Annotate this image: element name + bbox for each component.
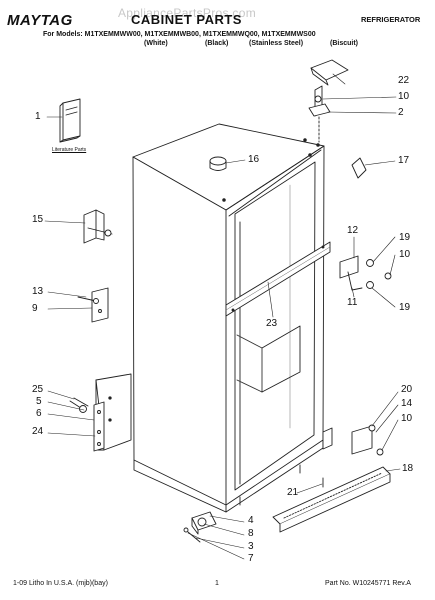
lower-left-hinge	[69, 397, 105, 452]
callout-22: 22	[398, 75, 410, 86]
callout-13: 13	[32, 286, 44, 297]
top-hinge	[308, 85, 331, 143]
callout-1: 1	[35, 111, 41, 122]
callout-19a: 19	[399, 232, 411, 243]
callout-11: 11	[347, 297, 358, 308]
callout-2: 2	[398, 107, 404, 118]
footer-litho: 1-09 Litho In U.S.A. (mjb)(bay)	[13, 580, 108, 587]
callout-14: 14	[401, 398, 413, 409]
callout-15: 15	[32, 214, 44, 225]
lower-right-hinge	[322, 424, 384, 456]
callout-6: 6	[36, 408, 42, 419]
callout-9: 9	[32, 303, 38, 314]
variant-white: (White)	[144, 40, 168, 47]
callout-24: 24	[32, 426, 44, 437]
callout-3: 3	[248, 541, 254, 552]
callout-10a: 10	[398, 91, 410, 102]
models-line: For Models: M1TXEMMWW00, M1TXEMMWB00, M1…	[43, 31, 316, 38]
variant-stainless: (Stainless Steel)	[249, 40, 304, 47]
rear-bracket	[95, 373, 132, 451]
callout-21: 21	[287, 487, 299, 498]
bracket-15	[83, 209, 113, 244]
cabinet-body	[132, 123, 325, 513]
watermark: AppliancePartsPros.com	[118, 6, 256, 20]
variant-black: (Black)	[205, 40, 229, 47]
callout-10c: 10	[401, 413, 413, 424]
page-title: CABINET PARTS	[131, 12, 242, 27]
cap-16	[209, 156, 227, 171]
footer-page-number: 1	[215, 580, 219, 587]
callout-10b: 10	[399, 249, 411, 260]
brand-logo: MAYTAG	[7, 12, 73, 29]
callout-25: 25	[32, 384, 44, 395]
callout-8: 8	[248, 528, 254, 539]
center-rail	[225, 241, 331, 317]
footer-part-number: Part No. W10245771 Rev.A	[325, 580, 411, 587]
hinge-cover-22	[310, 59, 349, 86]
callout-4: 4	[248, 515, 254, 526]
callout-23: 23	[266, 318, 278, 329]
doc-type: REFRIGERATOR	[361, 15, 421, 24]
callout-20: 20	[401, 384, 413, 395]
callout-5: 5	[36, 396, 42, 407]
callout-12: 12	[347, 225, 359, 236]
callout-17: 17	[398, 155, 410, 166]
hinge-9	[77, 287, 109, 323]
literature-label: Literature Parts	[52, 147, 87, 153]
toe-grille	[272, 466, 391, 533]
callout-19b: 19	[399, 302, 411, 313]
callout-18: 18	[402, 463, 414, 474]
callout-7: 7	[248, 553, 254, 564]
center-hinge	[339, 255, 392, 291]
variant-biscuit: (Biscuit)	[330, 40, 358, 47]
part-17	[351, 157, 367, 179]
leader-lines	[44, 73, 401, 560]
literature-book-icon	[59, 98, 81, 143]
callout-16: 16	[248, 154, 260, 165]
